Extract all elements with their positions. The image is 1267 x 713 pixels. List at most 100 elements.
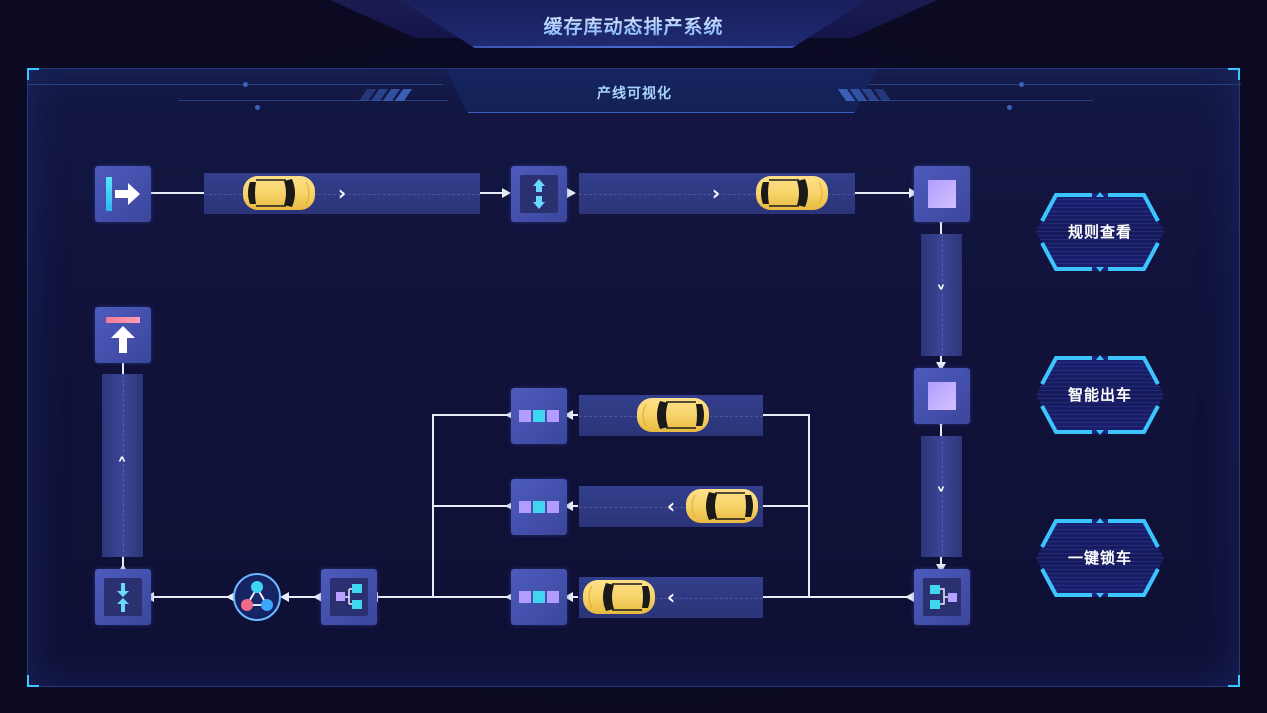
- smart-dispatch-button[interactable]: 智能出车: [1034, 354, 1166, 436]
- flow-arrow-icon: [505, 410, 514, 420]
- vertical-transfer-node[interactable]: [511, 166, 567, 222]
- vertical-transfer-icon: [533, 179, 545, 209]
- chevron-right-icon: ›: [337, 181, 347, 205]
- corner-decoration: [27, 68, 39, 80]
- view-rules-label: 规则查看: [1067, 223, 1132, 241]
- panel-title-underline: [468, 112, 854, 113]
- car-icon[interactable]: [755, 174, 829, 212]
- chevron-down-icon: ˅: [936, 282, 946, 306]
- decor-dot: [255, 105, 260, 110]
- connector: [432, 414, 512, 416]
- split-tree-icon: [930, 585, 957, 609]
- corner-decoration: [1228, 68, 1240, 80]
- panel-title-bar: [446, 69, 876, 113]
- buffer-node-2[interactable]: [511, 479, 567, 535]
- buffer-lane-1: [579, 395, 763, 436]
- flow-arrow-icon: [505, 501, 514, 511]
- decor-line: [823, 100, 1093, 101]
- smart-dispatch-label: 智能出车: [1067, 386, 1132, 404]
- connector: [432, 505, 512, 507]
- flow-arrow-icon: [505, 592, 514, 602]
- car-icon[interactable]: [242, 174, 316, 212]
- connector: [282, 596, 322, 598]
- connector: [122, 362, 124, 374]
- conveyor-lane-top-left: ›: [204, 173, 480, 214]
- merger-node[interactable]: [321, 569, 377, 625]
- chevron-up-icon: ˄: [117, 454, 127, 478]
- decor-line: [28, 84, 443, 85]
- connector: [570, 414, 578, 416]
- flow-arrow-icon: [936, 564, 946, 573]
- queue-icon: [519, 501, 559, 513]
- hex-button-frame-icon: [1036, 518, 1164, 598]
- decor-dot: [1019, 82, 1024, 87]
- buffer-node-3[interactable]: [511, 569, 567, 625]
- decor-dot: [243, 82, 248, 87]
- panel-title: 产线可视化: [597, 86, 672, 102]
- flow-arrow-icon: [502, 188, 511, 198]
- square-station-icon: [928, 382, 956, 410]
- decor-line: [178, 100, 448, 101]
- conveyor-lane-left: ˄: [102, 374, 143, 557]
- app-title: 缓存库动态排产系统: [0, 12, 1267, 39]
- connector: [151, 596, 233, 598]
- connector: [940, 424, 942, 436]
- buffer-lane-2: ‹: [579, 486, 763, 527]
- network-icon: [233, 573, 281, 621]
- merge-tree-icon: [336, 584, 362, 609]
- flow-arrow-icon: [564, 501, 573, 511]
- connector: [763, 596, 913, 598]
- connector: [940, 222, 942, 234]
- station-node-a[interactable]: [914, 166, 970, 222]
- car-icon[interactable]: [636, 396, 710, 434]
- connector: [570, 596, 578, 598]
- car-icon[interactable]: [582, 578, 656, 616]
- chevron-left-icon: ‹: [666, 585, 676, 609]
- hex-button-frame-icon: [1036, 355, 1164, 435]
- connector: [855, 192, 910, 194]
- scheduler-node[interactable]: [232, 572, 282, 622]
- chevron-left-icon: ‹: [666, 494, 676, 518]
- connector: [570, 505, 578, 507]
- connector: [480, 192, 502, 194]
- entry-node[interactable]: [95, 166, 151, 222]
- decor-dot: [1007, 105, 1012, 110]
- compress-vertical-icon: [117, 583, 129, 612]
- chevron-right-icon: ›: [711, 181, 721, 205]
- flow-arrow-icon: [567, 188, 576, 198]
- connector: [763, 505, 810, 507]
- connector: [151, 192, 204, 194]
- decor-line: [823, 84, 1241, 85]
- queue-icon: [519, 410, 559, 422]
- exit-node[interactable]: [95, 307, 151, 363]
- flow-arrow-icon: [226, 592, 235, 602]
- connector: [377, 596, 512, 598]
- flow-arrow-icon: [909, 188, 918, 198]
- flow-arrow-icon: [118, 564, 128, 573]
- flow-arrow-icon: [564, 592, 573, 602]
- conveyor-lane-top-right: ›: [579, 173, 855, 214]
- splitter-node[interactable]: [914, 569, 970, 625]
- flow-arrow-icon: [936, 362, 946, 371]
- station-node-b[interactable]: [914, 368, 970, 424]
- hex-button-frame-icon: [1036, 192, 1164, 272]
- buffer-node-1[interactable]: [511, 388, 567, 444]
- flow-arrow-icon: [564, 410, 573, 420]
- flow-arrow-icon: [905, 592, 914, 602]
- corner-decoration: [27, 675, 39, 687]
- connector: [940, 557, 942, 569]
- conveyor-lane-right-upper: ˅: [921, 234, 962, 356]
- car-icon[interactable]: [685, 487, 759, 525]
- conveyor-lane-right-lower: ˅: [921, 436, 962, 557]
- entry-arrow-icon: [106, 177, 140, 211]
- compress-transfer-node[interactable]: [95, 569, 151, 625]
- chevron-down-icon: ˅: [936, 484, 946, 508]
- connector: [432, 414, 434, 598]
- queue-icon: [519, 591, 559, 603]
- buffer-lane-3: ‹: [579, 577, 763, 618]
- view-rules-button[interactable]: 规则查看: [1034, 191, 1166, 273]
- square-station-icon: [928, 180, 956, 208]
- connector: [763, 414, 810, 416]
- lock-all-cars-button[interactable]: 一键锁车: [1034, 517, 1166, 599]
